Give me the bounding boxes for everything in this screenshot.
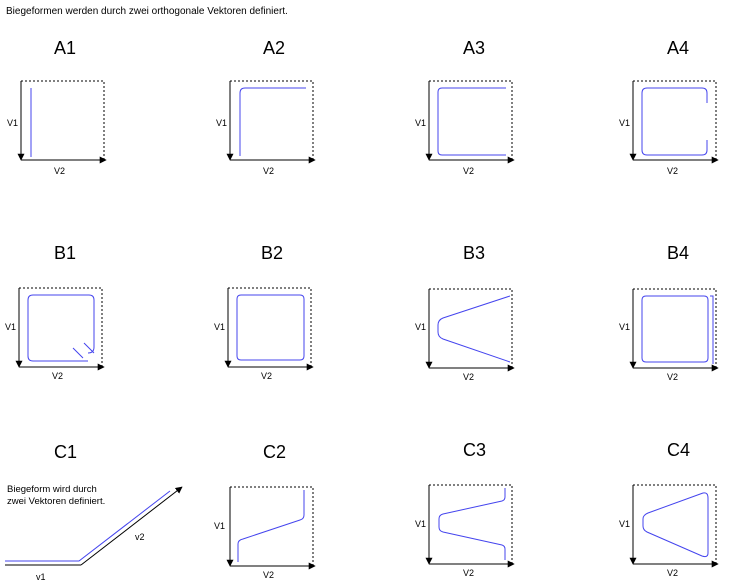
c1-v1-label: v1: [36, 572, 46, 582]
v1-label-b3: V1: [415, 322, 427, 332]
v1-label-b1: V1: [5, 322, 17, 332]
cell-b1: [15, 287, 105, 371]
v2-label-b1: V2: [52, 371, 64, 381]
dashed-box: [633, 288, 717, 368]
title-b2: B2: [261, 243, 284, 263]
title-c4: C4: [667, 440, 691, 460]
cell-c3: [425, 484, 515, 568]
title-a3: A3: [463, 38, 486, 58]
bend-shape: [642, 492, 709, 558]
v2-label-b4: V2: [667, 372, 679, 382]
cell-a2: [226, 80, 316, 164]
title-c3: C3: [463, 440, 487, 460]
title-c2: C2: [263, 442, 287, 462]
title-b4: B4: [667, 243, 690, 263]
v2-label-c2: V2: [263, 570, 275, 580]
v2-label-a2: V2: [263, 166, 275, 176]
cell-c1: [5, 486, 183, 566]
dashed-box: [429, 80, 513, 160]
v2-label-a3: V2: [463, 166, 475, 176]
title-b1: B1: [54, 243, 77, 263]
v1-label-a3: V1: [415, 118, 427, 128]
v2-label-c4: V2: [667, 568, 679, 578]
dashed-box: [228, 287, 312, 367]
bend-shape: [641, 87, 708, 156]
title-b3: B3: [463, 243, 486, 263]
c1-note-line2: zwei Vektoren definiert.: [7, 496, 106, 507]
cell-a1: [17, 80, 107, 164]
bend-hook: [72, 342, 95, 359]
cell-b2: [224, 287, 314, 371]
dashed-box: [230, 80, 314, 160]
bend-shape: [27, 294, 95, 362]
cell-a3: [425, 80, 515, 164]
dashed-box: [429, 288, 513, 368]
dashed-box: [633, 80, 717, 160]
c1-v2-vector: [80, 486, 183, 566]
bend-shape: [437, 87, 506, 156]
c1-note: Biegeform wird durch zwei Vektoren defin…: [7, 484, 105, 508]
v2-label-c3: V2: [463, 568, 475, 578]
v1-label-c3: V1: [415, 519, 427, 529]
cell-a4: [629, 80, 719, 164]
c1-v2-label: v2: [135, 532, 145, 542]
bend-shape: [236, 294, 305, 361]
cell-b3: [425, 288, 515, 372]
c1-bend-shape: [5, 490, 171, 562]
v1-label-b2: V1: [214, 322, 226, 332]
v1-label-c2: V1: [214, 521, 226, 531]
c1-note-line1: Biegeform wird durch: [7, 484, 97, 495]
dashed-box: [429, 484, 513, 564]
v2-label-b2: V2: [261, 371, 273, 381]
title-a1: A1: [54, 38, 77, 58]
bend-shape: [437, 295, 511, 363]
page-header: Biegeformen werden durch zwei orthogonal…: [6, 6, 288, 17]
v1-label-b4: V1: [619, 322, 631, 332]
cell-b4: [629, 288, 719, 372]
bend-shape: [438, 488, 506, 560]
v2-label-b3: V2: [463, 372, 475, 382]
bend-shape: [239, 87, 306, 156]
v2-label-a1: V2: [54, 166, 66, 176]
bend-shape: [237, 490, 305, 562]
dashed-box: [230, 486, 314, 566]
dashed-box: [21, 80, 105, 160]
cell-c2: [226, 486, 316, 570]
v1-label-c4: V1: [619, 519, 631, 529]
bend-shape-inner: [710, 295, 714, 364]
dashed-box: [19, 287, 103, 367]
title-a2: A2: [263, 38, 286, 58]
dashed-box: [633, 484, 717, 564]
bend-shape: [641, 295, 709, 363]
v1-label-a4: V1: [619, 118, 631, 128]
v1-label-a1: V1: [7, 118, 19, 128]
title-c1: C1: [54, 442, 78, 462]
cell-c4: [629, 484, 719, 568]
title-a4: A4: [667, 38, 690, 58]
v2-label-a4: V2: [667, 166, 679, 176]
v1-label-a2: V1: [216, 118, 228, 128]
